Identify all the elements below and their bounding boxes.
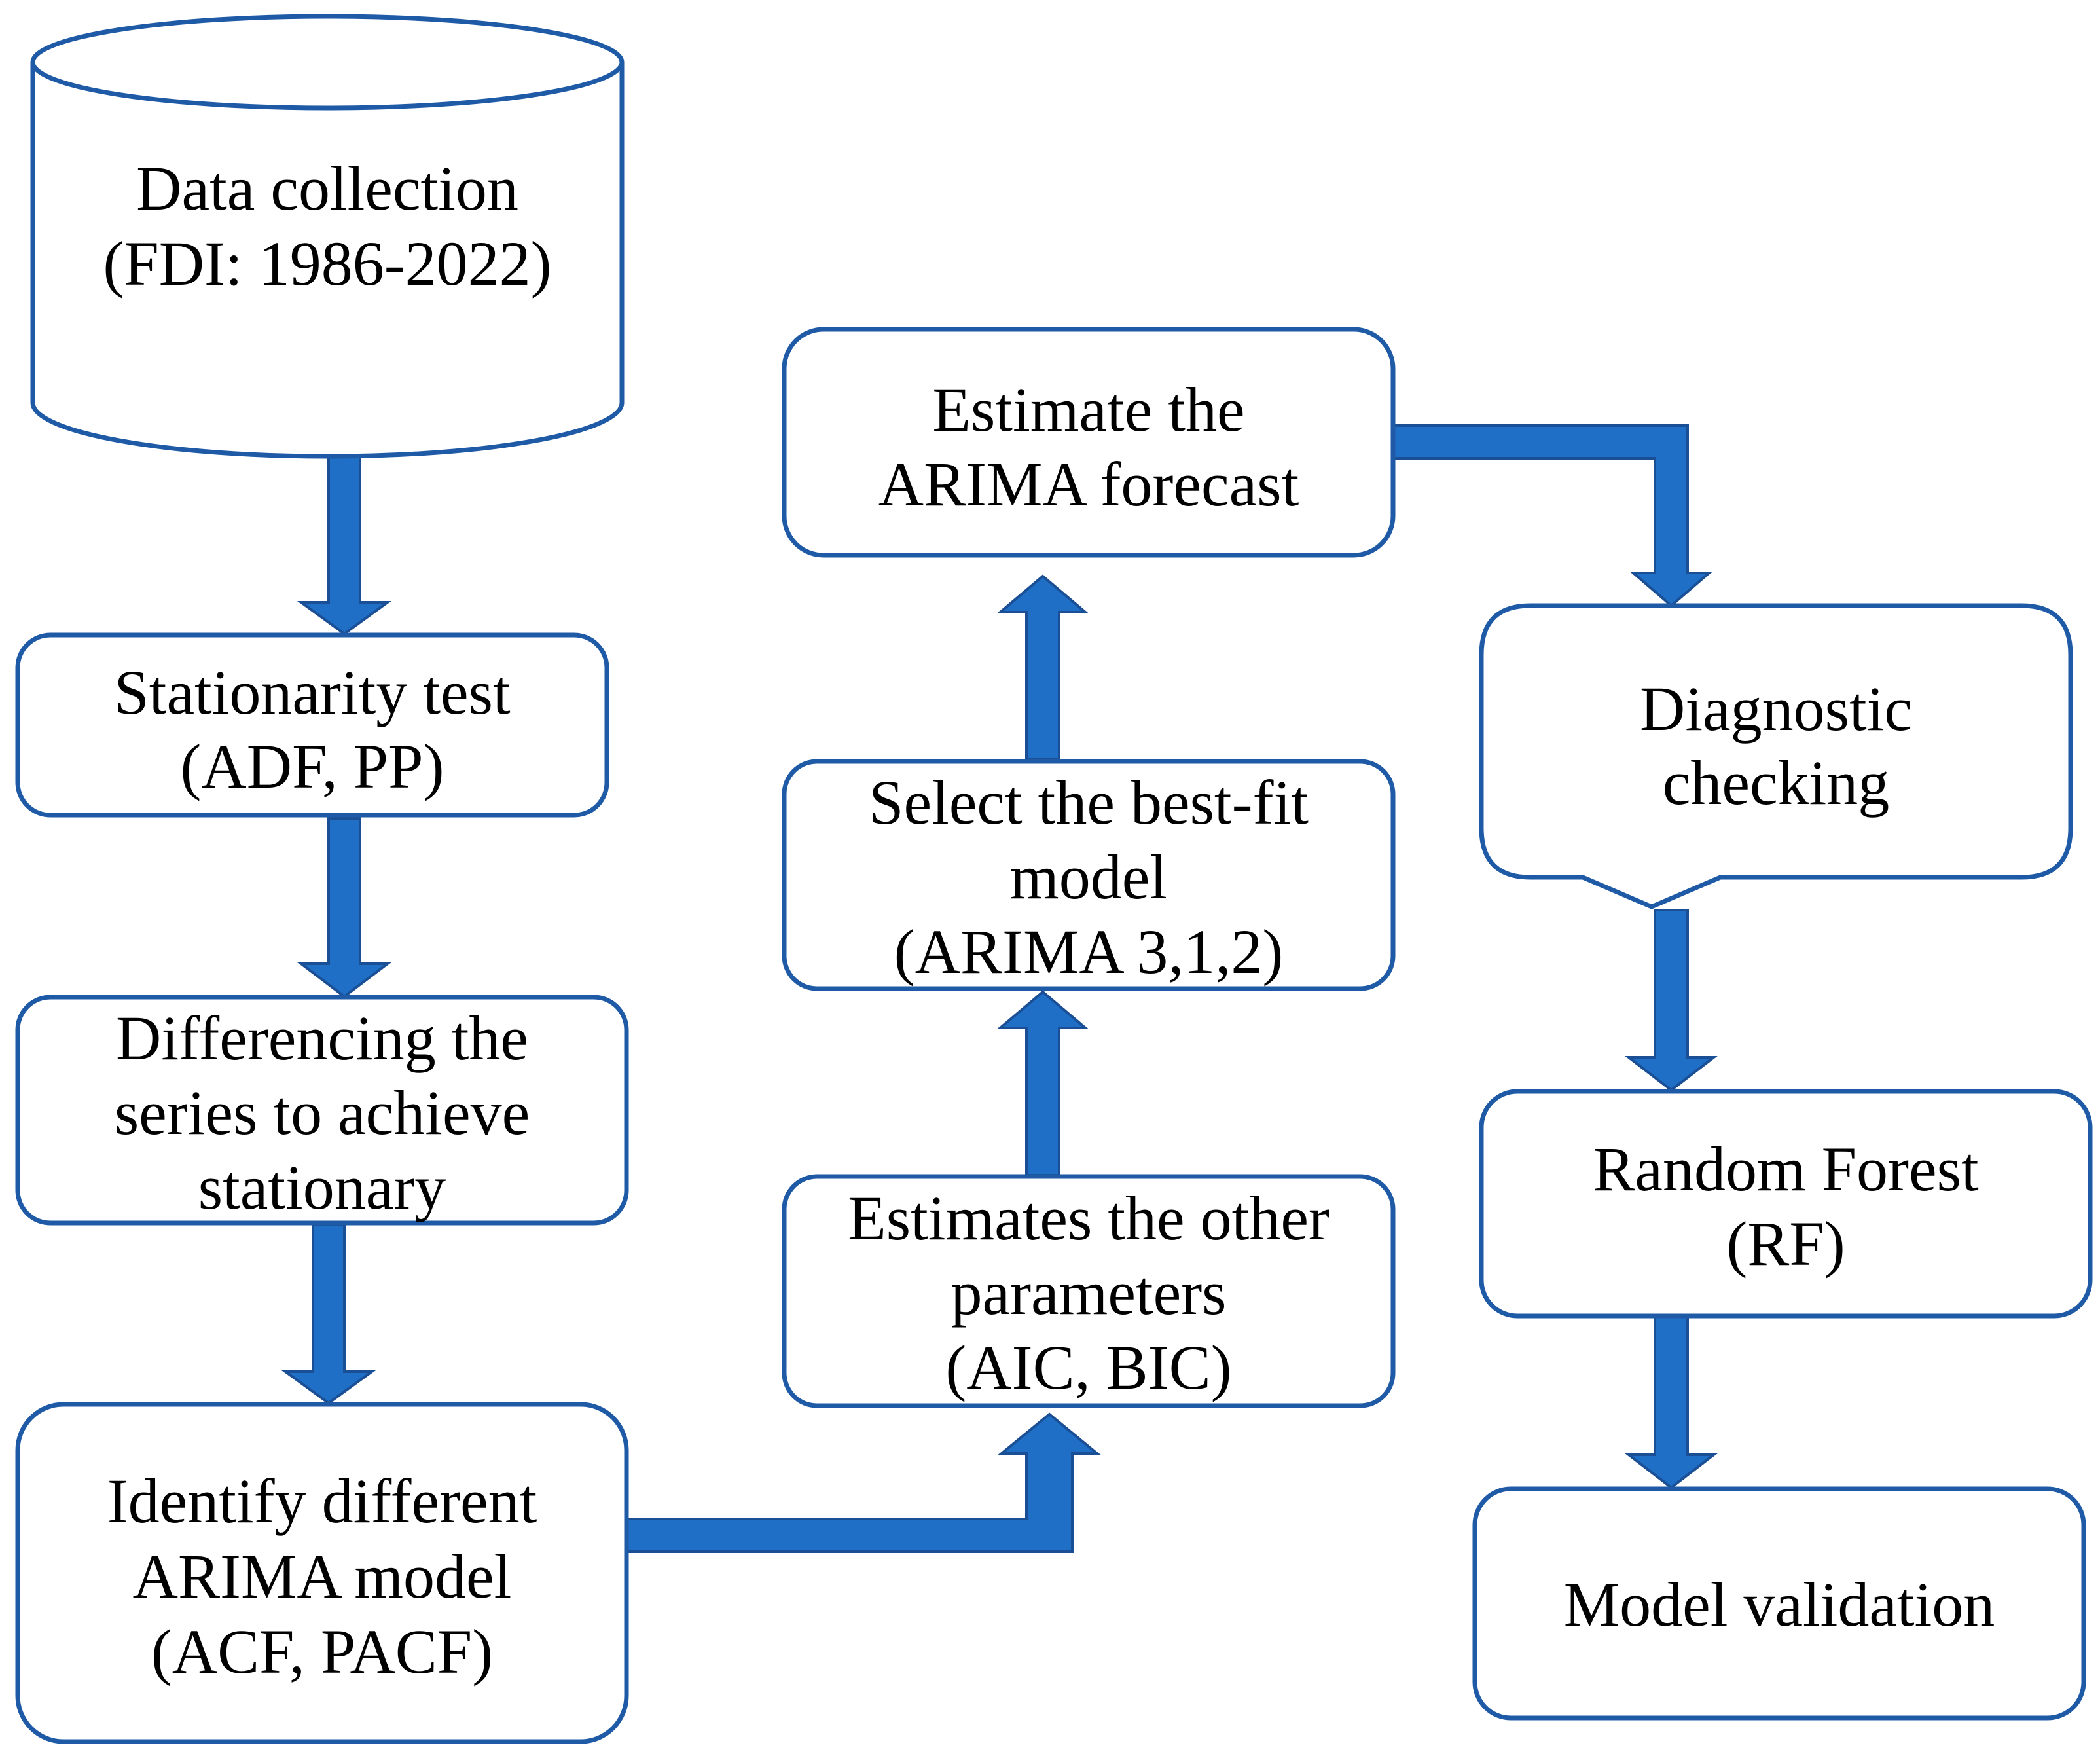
node-diagnostic-checking: Diagnostic checking [1479, 603, 2073, 909]
node-differencing-box [15, 995, 629, 1226]
node-estimate-forecast-line-2: ARIMA forecast [878, 449, 1299, 519]
node-identify-models-line-1: Identify different [107, 1466, 537, 1536]
arrow-select-to-forecast [996, 574, 1089, 761]
node-estimate-forecast-box [782, 327, 1396, 558]
arrow-rf-to-validation [1625, 1311, 1718, 1489]
node-estimate-forecast: Estimate the ARIMA forecast [782, 327, 1396, 558]
arrow-parameters-to-select [996, 990, 1089, 1177]
node-estimate-forecast-line-1: Estimate the [932, 375, 1244, 445]
node-stationarity-test-line-2: (ADF, PP) [180, 731, 444, 801]
node-select-model-box [782, 759, 1396, 991]
node-estimate-parameters-line-3: (AIC, BIC) [945, 1332, 1231, 1402]
node-select-model-line-1: Select the best-fit [869, 767, 1309, 837]
arrow-forecast-to-diagnostic [1392, 424, 1713, 608]
node-differencing-line-2: series to achieve [115, 1078, 530, 1148]
node-select-model-line-3: (ARIMA 3,1,2) [894, 917, 1284, 987]
node-stationarity-test-line-1: Stationarity test [114, 657, 511, 727]
node-data-collection-line-1: Data collection [136, 153, 518, 223]
node-data-collection: Data collection (FDI: 1986-2022) [30, 14, 625, 459]
node-diagnostic-checking-line-2: checking [1663, 748, 1890, 818]
node-stationarity-test: Stationarity test (ADF, PP) [15, 632, 609, 818]
node-model-validation: Model validation [1472, 1486, 2086, 1721]
arrow-diagnostic-to-rf [1625, 909, 1718, 1092]
node-select-model-line-2: model [1010, 842, 1167, 912]
node-random-forest: Random Forest (RF) [1479, 1089, 2093, 1319]
node-identify-models: Identify different ARIMA model (ACF, PAC… [15, 1402, 629, 1744]
arrow-identify-to-parameters [625, 1412, 1101, 1553]
node-random-forest-line-2: (RF) [1726, 1209, 1845, 1279]
node-estimate-parameters: Estimates the other parameters (AIC, BIC… [782, 1174, 1396, 1408]
arrow-collection-to-stationarity [297, 454, 392, 636]
node-differencing: Differencing the series to achieve stati… [15, 995, 629, 1226]
node-model-validation-box [1472, 1486, 2086, 1721]
node-identify-models-line-2: ARIMA model [133, 1541, 512, 1611]
node-estimate-parameters-line-1: Estimates the other [848, 1183, 1330, 1253]
node-identify-models-box [15, 1402, 629, 1744]
arrow-stationarity-to-differencing [297, 817, 391, 998]
node-data-collection-line-2: (FDI: 1986-2022) [103, 228, 551, 299]
node-model-validation-line-1: Model validation [1564, 1569, 1995, 1639]
node-stationarity-test-box [15, 632, 609, 818]
node-diagnostic-checking-line-1: Diagnostic [1640, 674, 1912, 744]
node-identify-models-line-3: (ACF, PACF) [151, 1617, 493, 1687]
node-estimate-parameters-line-2: parameters [950, 1258, 1226, 1328]
node-select-model: Select the best-fit model (ARIMA 3,1,2) [782, 759, 1396, 991]
cylinder-top [30, 14, 625, 111]
node-differencing-line-3: stationary [198, 1152, 446, 1222]
arrow-differencing-to-identify [281, 1223, 376, 1405]
node-random-forest-line-1: Random Forest [1593, 1134, 1979, 1204]
node-estimate-parameters-box [782, 1174, 1396, 1408]
node-diagnostic-checking-callout [1479, 603, 2073, 909]
database-cylinder-icon [30, 62, 625, 459]
node-differencing-line-1: Differencing the [116, 1003, 528, 1073]
node-random-forest-box [1479, 1089, 2093, 1319]
